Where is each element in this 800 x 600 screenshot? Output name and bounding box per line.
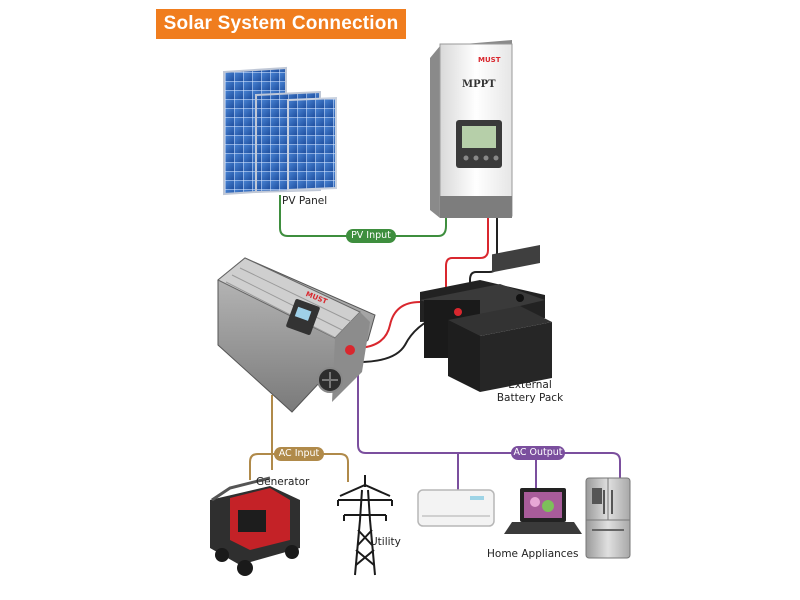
ac-output-tag: AC Output [511,446,565,460]
page-title: Solar System Connection [156,9,406,39]
solar-panels-icon [223,66,337,196]
external-battery-label-line2: Battery Pack [496,392,564,404]
mppt-controller-icon [430,40,513,218]
utility-tower-icon [337,475,393,576]
inverter-icon [217,257,376,413]
pv-input-tag: PV Input [346,229,396,243]
controller-brand: MUST [478,56,501,64]
generator-label: Generator [256,476,310,488]
pv-panel-label: PV Panel [282,195,328,207]
ac-input-wire [249,395,349,482]
inverter-battery-positive-wire [354,301,446,349]
battery-pack-icon [420,245,552,392]
air-conditioner-icon [417,489,495,527]
controller-battery-positive-wire [445,218,489,292]
refrigerator-icon [585,477,631,559]
external-battery-label-line1: External [508,379,552,391]
controller-model: MPPT [462,79,496,90]
home-appliances-label: Home Appliances [487,548,579,560]
generator-icon [210,476,300,576]
utility-label: Utility [370,536,401,548]
ac-input-tag: AC Input [274,447,324,461]
laptop-icon [504,488,582,534]
